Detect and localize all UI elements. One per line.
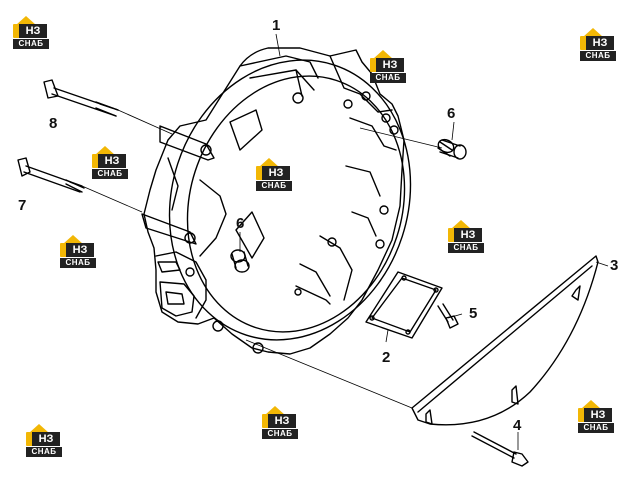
leader-lines bbox=[81, 33, 609, 450]
callout-part-7: 7 bbox=[18, 197, 27, 214]
cover-plate bbox=[365, 271, 443, 339]
callout-part-5: 5 bbox=[469, 305, 478, 322]
callout-part-8: 8 bbox=[49, 115, 58, 132]
bolt-8 bbox=[43, 79, 119, 117]
callout-part-4: 4 bbox=[513, 417, 522, 434]
callout-part-1: 1 bbox=[272, 17, 281, 34]
bolt-7 bbox=[17, 157, 85, 193]
shield-plate bbox=[411, 255, 599, 426]
dowel-pin-upper bbox=[437, 138, 467, 160]
dowel-pin-lower bbox=[230, 249, 250, 273]
flywheel-housing bbox=[141, 47, 412, 355]
callout-part-6-lower: 6 bbox=[236, 215, 245, 232]
callout-part-2: 2 bbox=[382, 349, 391, 366]
callout-part-3: 3 bbox=[610, 257, 619, 274]
callout-part-6-upper: 6 bbox=[447, 105, 456, 122]
bolt-4 bbox=[471, 431, 529, 467]
